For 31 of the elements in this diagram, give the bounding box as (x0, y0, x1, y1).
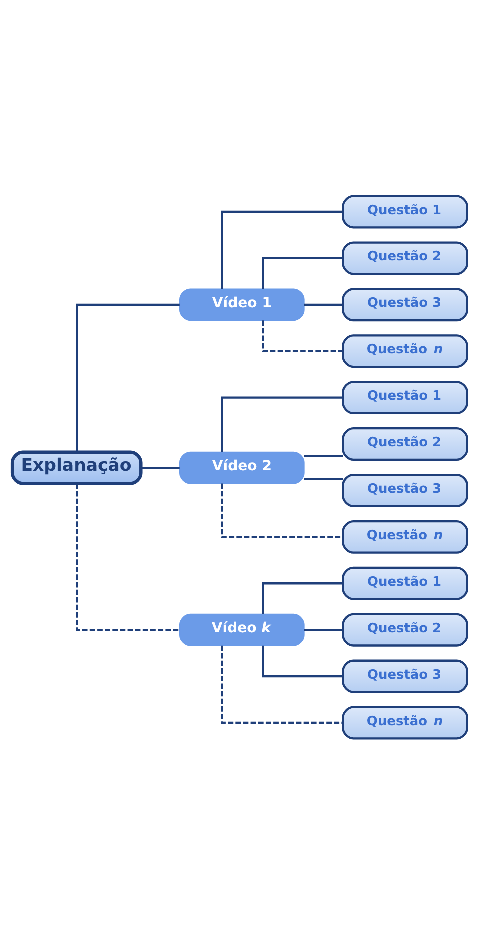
node-box: Questão 2 (342, 241, 468, 275)
connector (76, 483, 180, 631)
node-box: Questão 1 (342, 380, 468, 414)
node-box: Vídeo 1 (180, 288, 305, 321)
connector (304, 478, 344, 480)
connector (304, 628, 344, 631)
node-box: Questão 1 (342, 566, 468, 600)
node-box: Questão 3 (342, 473, 468, 507)
node-box: Vídeo k (180, 613, 305, 646)
node-box: Questão 1 (342, 194, 468, 228)
connector (221, 210, 343, 289)
node-box: Vídeo 2 (180, 451, 305, 484)
connector (262, 320, 343, 352)
connector (141, 466, 180, 469)
connector (76, 303, 180, 452)
node-box: Questão n (342, 706, 468, 740)
node-box: Questão n (342, 334, 468, 368)
node-box: Questão n (342, 520, 468, 554)
connector (221, 483, 343, 538)
connector (221, 645, 343, 724)
connector (304, 303, 344, 306)
connector (221, 396, 343, 452)
node-box: Questão 2 (342, 612, 468, 646)
connector (304, 454, 344, 457)
connector (262, 582, 343, 614)
node-box: Questão 3 (342, 659, 468, 693)
node-box: Questão 3 (342, 288, 468, 322)
node-box: Questão 2 (342, 427, 468, 461)
connector (262, 645, 343, 678)
connector (262, 256, 343, 289)
node-box: Explanação (10, 450, 143, 485)
